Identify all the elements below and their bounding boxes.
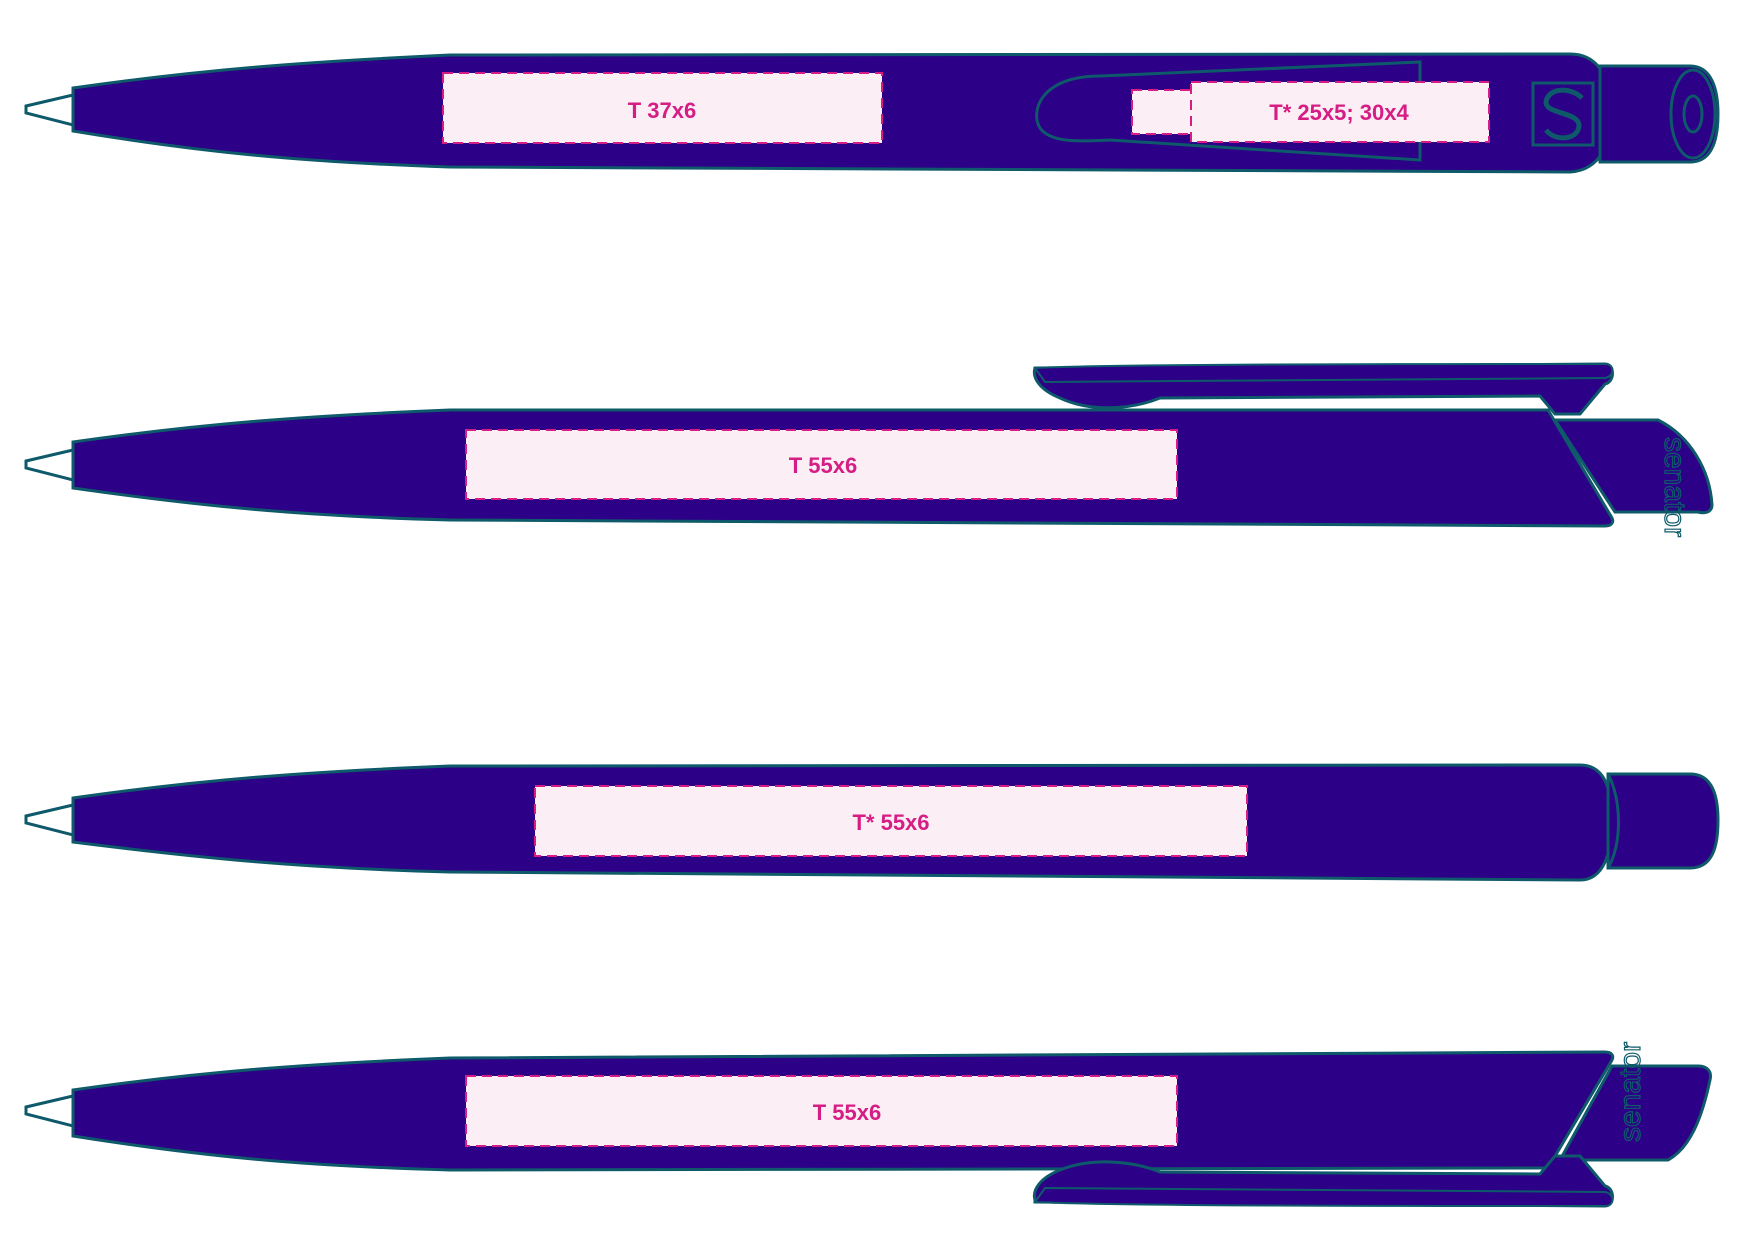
pen-4-tip	[24, 1094, 75, 1128]
pen-3-push-button	[1606, 772, 1720, 870]
zone-label: T 55x6	[813, 1100, 882, 1125]
pen-3-tip	[24, 803, 75, 837]
pen-2-zone: T 55x6	[465, 429, 1178, 500]
senator-logo-icon	[1531, 81, 1595, 147]
pen-4-clip-bottom	[1033, 1186, 1614, 1208]
pen-2: senator T 55x6	[24, 362, 1714, 538]
pen-1-tip	[24, 93, 75, 127]
pen-3-button-seam	[1606, 773, 1620, 869]
pen-3: T* 55x6	[24, 763, 1720, 882]
pen-2-clip-top	[1033, 362, 1614, 384]
pen-4-zone: T 55x6	[465, 1075, 1178, 1147]
pen-1: T 37x6 T* 25x5; 30x4	[24, 52, 1720, 174]
zone-label: T 37x6	[628, 98, 697, 123]
pen-2-push-button	[1552, 418, 1714, 515]
pen-4: senator T 55x6	[24, 1041, 1712, 1208]
pen-1-zone-1: T 37x6	[442, 72, 883, 144]
clip-brand-text: senator	[1658, 437, 1691, 537]
pen-2-tip	[24, 448, 75, 482]
push-button-end-icon	[1669, 68, 1717, 160]
pen-1-push-button	[1598, 64, 1720, 164]
pen-1-zone-2: T* 25x5; 30x4	[1131, 81, 1490, 143]
zone-label: T* 25x5; 30x4	[1269, 100, 1409, 125]
pen-3-zone: T* 55x6	[534, 785, 1248, 857]
zone-label: T* 55x6	[852, 810, 929, 835]
zone-label: T 55x6	[789, 453, 858, 478]
pen-4-push-button	[1557, 1064, 1712, 1162]
clip-brand-text: senator	[1614, 1042, 1647, 1142]
